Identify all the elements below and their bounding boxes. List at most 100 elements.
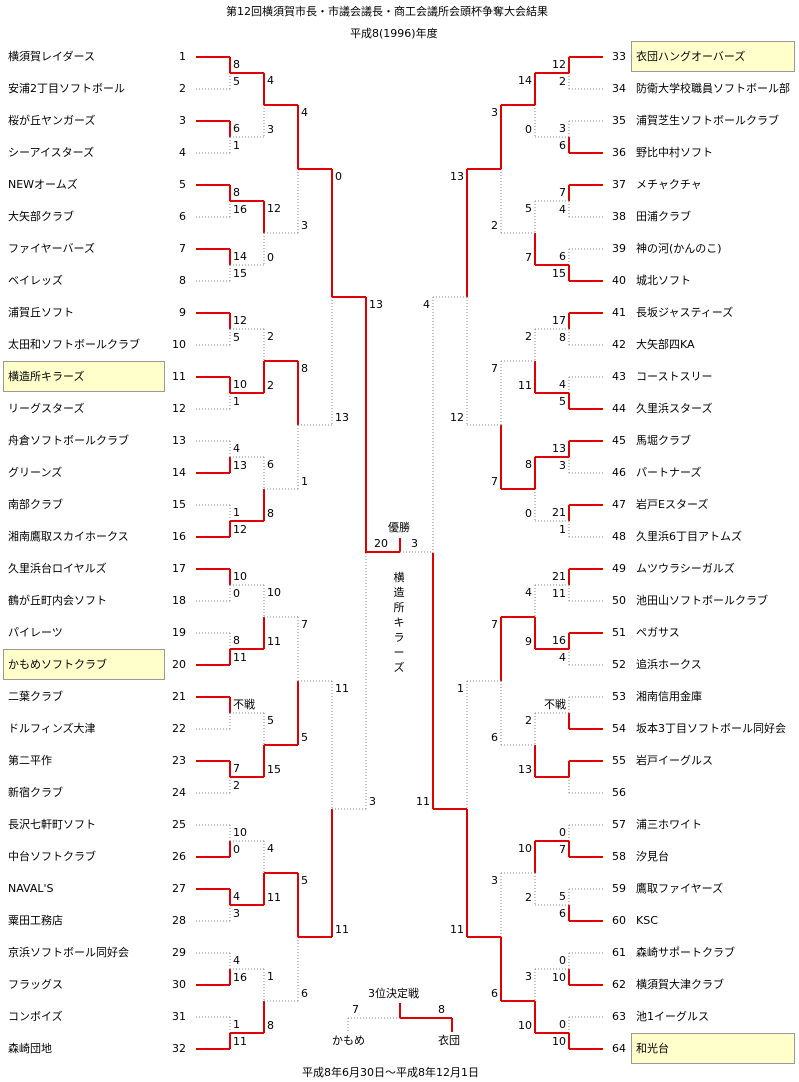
match-score: 7 (233, 762, 240, 775)
match-score: 13 (450, 170, 464, 183)
team-name: 田浦クラブ (636, 210, 691, 223)
match-score: 11 (450, 923, 464, 936)
team-name: グリーンズ (8, 466, 63, 479)
match-score: 4 (267, 842, 274, 855)
match-score: 4 (301, 106, 308, 119)
seed-number: 35 (612, 114, 626, 127)
match-score: 12 (450, 411, 464, 424)
team-name: 森崎サポートクラブ (636, 946, 735, 959)
team-name: 鷹取ファイヤーズ (636, 882, 724, 895)
seed-number: 44 (612, 402, 626, 415)
match-score: 5 (525, 202, 532, 215)
team-name: 森崎団地 (8, 1042, 52, 1055)
match-score: 5 (301, 874, 308, 887)
seed-number: 32 (172, 1042, 186, 1055)
match-score: 4 (233, 890, 240, 903)
footer-dates: 平成8年6月30日～平成8年12月1日 (302, 1066, 479, 1079)
team-name: 大矢部四KA (636, 338, 695, 351)
seed-number: 42 (612, 338, 626, 351)
seed-number: 58 (612, 850, 626, 863)
match-score: 8 (301, 362, 308, 375)
team-name: NEWオームズ (8, 178, 78, 191)
match-score: 10 (518, 842, 532, 855)
seed-number: 49 (612, 562, 626, 575)
match-score: 1 (457, 682, 464, 695)
match-score: 13 (233, 459, 247, 472)
seed-number: 52 (612, 658, 626, 671)
match-score: 6 (559, 250, 566, 263)
seed-number: 1 (179, 50, 186, 63)
match-score: 16 (233, 203, 247, 216)
team-name: 坂本3丁目ソフトボール同好会 (636, 722, 786, 735)
match-score: 3 (267, 123, 274, 136)
seed-number: 64 (612, 1042, 626, 1055)
match-score: 2 (267, 379, 274, 392)
seed-number: 2 (179, 82, 186, 95)
team-name: 岩戸イーグルス (636, 754, 713, 767)
team-name: 湘南信用金庫 (636, 690, 702, 703)
match-score: 15 (233, 267, 247, 280)
match-score: 7 (491, 475, 498, 488)
seed-number: 55 (612, 754, 626, 767)
seed-number: 15 (172, 498, 186, 511)
seed-number: 57 (612, 818, 626, 831)
match-score: 10 (233, 570, 247, 583)
team-name: 防衛大学校職員ソフトボール部 (636, 82, 790, 95)
match-score: 1 (559, 523, 566, 536)
team-name: 和光台 (636, 1042, 669, 1055)
seed-number: 6 (179, 210, 186, 223)
team-highlight (3, 649, 165, 680)
match-score: 8 (525, 458, 532, 471)
team-name: 新宿クラブ (8, 786, 63, 799)
match-score: 13 (518, 763, 532, 776)
seed-number: 63 (612, 1010, 626, 1023)
seed-number: 13 (172, 434, 186, 447)
team-name: メチャクチャ (636, 178, 702, 191)
seed-number: 29 (172, 946, 186, 959)
match-score: 8 (233, 634, 240, 647)
seed-number: 17 (172, 562, 186, 575)
team-name: 衣団ハングオーバーズ (636, 50, 746, 63)
team-name: 城北ソフト (636, 274, 691, 287)
team-name: 岩戸Eスターズ (636, 498, 709, 511)
champion-label: 優勝 (388, 521, 410, 534)
match-score: 7 (559, 186, 566, 199)
match-score: 12 (233, 314, 247, 327)
team-name: 追浜ホークス (636, 658, 702, 671)
match-score: 10 (233, 378, 247, 391)
match-score: 2 (525, 891, 532, 904)
match-score: 14 (518, 74, 532, 87)
team-highlight (631, 1033, 795, 1064)
team-name: 久里浜台ロイヤルズ (8, 562, 107, 575)
team-name: 中台ソフトクラブ (8, 850, 96, 863)
match-score: 0 (525, 123, 532, 136)
seed-number: 12 (172, 402, 186, 415)
match-score: 2 (267, 330, 274, 343)
match-score: 3 (491, 874, 498, 887)
seed-number: 3 (179, 114, 186, 127)
match-score: 4 (525, 586, 532, 599)
team-name: 安浦2丁目ソフトボール (8, 82, 125, 95)
third-place-left-team: かもめ (332, 1034, 365, 1047)
match-score: 10 (267, 586, 281, 599)
team-name: パイレーツ (8, 626, 63, 639)
team-name: 鶴が丘町内会ソフト (8, 594, 107, 607)
match-score: 12 (552, 58, 566, 71)
team-name: 長坂ジャスティーズ (636, 306, 734, 319)
match-score: 2 (233, 779, 240, 792)
seed-number: 47 (612, 498, 626, 511)
match-score: 5 (233, 75, 240, 88)
team-name: 南部クラブ (8, 498, 63, 511)
match-score: 16 (552, 634, 566, 647)
team-name: 舟倉ソフトボールクラブ (8, 434, 129, 447)
team-name: 粟田工務店 (8, 914, 63, 927)
match-score: 4 (423, 298, 430, 311)
page-subtitle: 平成8(1996)年度 (350, 27, 438, 40)
seed-number: 8 (179, 274, 186, 287)
match-score: 7 (559, 843, 566, 856)
match-score: 8 (233, 186, 240, 199)
match-score: 7 (301, 618, 308, 631)
final-right-score: 3 (411, 537, 418, 550)
match-score: 5 (301, 731, 308, 744)
team-name: ドルフィンズ大津 (8, 722, 96, 735)
